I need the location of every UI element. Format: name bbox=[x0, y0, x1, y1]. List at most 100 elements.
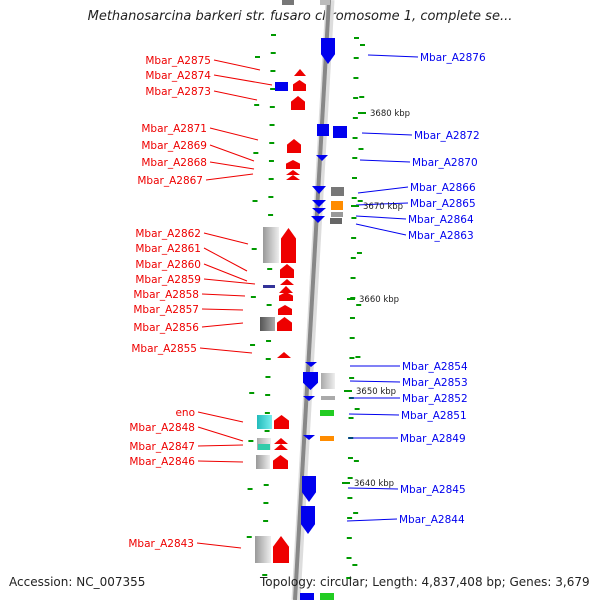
accession-label: Accession: NC_007355 bbox=[9, 575, 146, 589]
leader-line bbox=[348, 413, 400, 416]
gene-arrow bbox=[287, 139, 301, 153]
leader-line bbox=[213, 90, 258, 101]
gene-block bbox=[260, 317, 275, 331]
gene-arrow bbox=[273, 455, 288, 469]
gene-arrow bbox=[286, 160, 300, 169]
gene-label: Mbar_A2874 bbox=[145, 70, 211, 82]
gene-arrow bbox=[274, 444, 288, 450]
leader-line bbox=[197, 411, 244, 423]
gene-arrow bbox=[279, 292, 293, 301]
leader-line bbox=[203, 263, 248, 282]
leader-line bbox=[213, 74, 273, 86]
leader-line bbox=[347, 487, 399, 490]
leader-line bbox=[197, 426, 244, 442]
gene-label: Mbar_A2843 bbox=[128, 538, 194, 550]
leader-line bbox=[203, 278, 256, 285]
gene-label: Mbar_A2868 bbox=[141, 157, 207, 169]
gene-label: Mbar_A2862 bbox=[135, 228, 201, 240]
gene-arrow bbox=[301, 506, 315, 534]
axis-line bbox=[293, 0, 331, 600]
gene-arrow bbox=[321, 38, 335, 64]
gene-label: Mbar_A2867 bbox=[137, 175, 203, 187]
chromosome-axis bbox=[291, 0, 335, 600]
gene-arrow bbox=[274, 415, 289, 429]
gene-labels: Mbar_A2875Mbar_A2874Mbar_A2873Mbar_A2871… bbox=[128, 52, 486, 550]
leader-line bbox=[199, 347, 253, 354]
gene-label: Mbar_A2875 bbox=[145, 55, 211, 67]
gene-arrow bbox=[280, 279, 294, 285]
leader-line bbox=[209, 144, 255, 162]
leader-line bbox=[355, 215, 407, 220]
scale-label: 3660 kbp bbox=[359, 295, 399, 305]
gene-label: Mbar_A2854 bbox=[402, 361, 468, 373]
gene-block bbox=[320, 0, 330, 5]
leader-line bbox=[367, 54, 419, 58]
gene-label: Mbar_A2864 bbox=[408, 214, 474, 226]
gene-block bbox=[282, 0, 294, 5]
gene-arrow bbox=[312, 186, 326, 194]
scale-label: 3640 kbp bbox=[354, 479, 394, 489]
gene-label: Mbar_A2848 bbox=[129, 422, 195, 434]
gene-arrow bbox=[286, 175, 300, 180]
leader-line bbox=[349, 380, 401, 383]
genome-stats: Topology: circular; Length: 4,837,408 bp… bbox=[260, 575, 590, 589]
gene-block bbox=[321, 396, 335, 400]
gene-arrow bbox=[312, 208, 326, 214]
gene-label: Mbar_A2872 bbox=[414, 130, 480, 142]
gene-arrow bbox=[294, 69, 306, 76]
gene-arrow bbox=[279, 286, 293, 293]
gene-arrow bbox=[291, 96, 305, 110]
leader-line bbox=[209, 161, 255, 170]
leader-line bbox=[203, 232, 249, 245]
gene-arrow bbox=[305, 362, 317, 367]
gene-arrow bbox=[278, 305, 292, 315]
gene-arrow bbox=[311, 216, 325, 223]
gene-label: Mbar_A2866 bbox=[410, 182, 476, 194]
gene-arrow bbox=[273, 536, 289, 563]
gene-label: Mbar_A2857 bbox=[133, 304, 199, 316]
scale-label: 3650 kbp bbox=[356, 387, 396, 397]
gene-arrow bbox=[303, 372, 318, 390]
gene-label: Mbar_A2865 bbox=[410, 198, 476, 210]
gene-label: Mbar_A2847 bbox=[129, 441, 195, 453]
gene-label: Mbar_A2855 bbox=[131, 343, 197, 355]
gene-block bbox=[331, 201, 343, 210]
gene-label: Mbar_A2876 bbox=[420, 52, 486, 64]
leader-line bbox=[203, 247, 248, 272]
gene-label: Mbar_A2856 bbox=[133, 322, 199, 334]
gene-block bbox=[317, 124, 329, 136]
leader-line bbox=[361, 132, 413, 136]
gene-label: Mbar_A2849 bbox=[400, 433, 466, 445]
gene-arrow bbox=[281, 228, 296, 263]
leader-line bbox=[201, 293, 246, 297]
leader-line bbox=[209, 127, 259, 141]
gene-block bbox=[320, 436, 334, 441]
gene-label: Mbar_A2844 bbox=[399, 514, 465, 526]
gene-label: Mbar_A2861 bbox=[135, 243, 201, 255]
leader-line bbox=[346, 518, 398, 522]
leader-line bbox=[205, 173, 254, 181]
gene-label: Mbar_A2860 bbox=[135, 259, 201, 271]
label-leaders bbox=[196, 54, 419, 549]
gene-label: Mbar_A2851 bbox=[401, 410, 467, 422]
gene-arrow bbox=[274, 438, 288, 444]
gene-block bbox=[255, 536, 271, 563]
gene-label: Mbar_A2871 bbox=[141, 123, 207, 135]
gene-block bbox=[320, 410, 334, 416]
leader-line bbox=[357, 186, 409, 194]
gene-label: Mbar_A2845 bbox=[400, 484, 466, 496]
gene-arrow bbox=[286, 170, 300, 175]
gene-block bbox=[256, 455, 270, 469]
gene-label: Mbar_A2870 bbox=[412, 157, 478, 169]
gene-block bbox=[263, 285, 275, 288]
gene-arrow bbox=[303, 396, 315, 401]
gene-block bbox=[333, 126, 347, 138]
scale-label: 3670 kbp bbox=[363, 202, 403, 212]
gene-block bbox=[331, 212, 343, 217]
leader-line bbox=[201, 322, 244, 328]
gene-label: Mbar_A2863 bbox=[408, 230, 474, 242]
leader-line bbox=[355, 202, 409, 206]
gene-block bbox=[320, 593, 334, 600]
gene-block bbox=[321, 373, 335, 389]
